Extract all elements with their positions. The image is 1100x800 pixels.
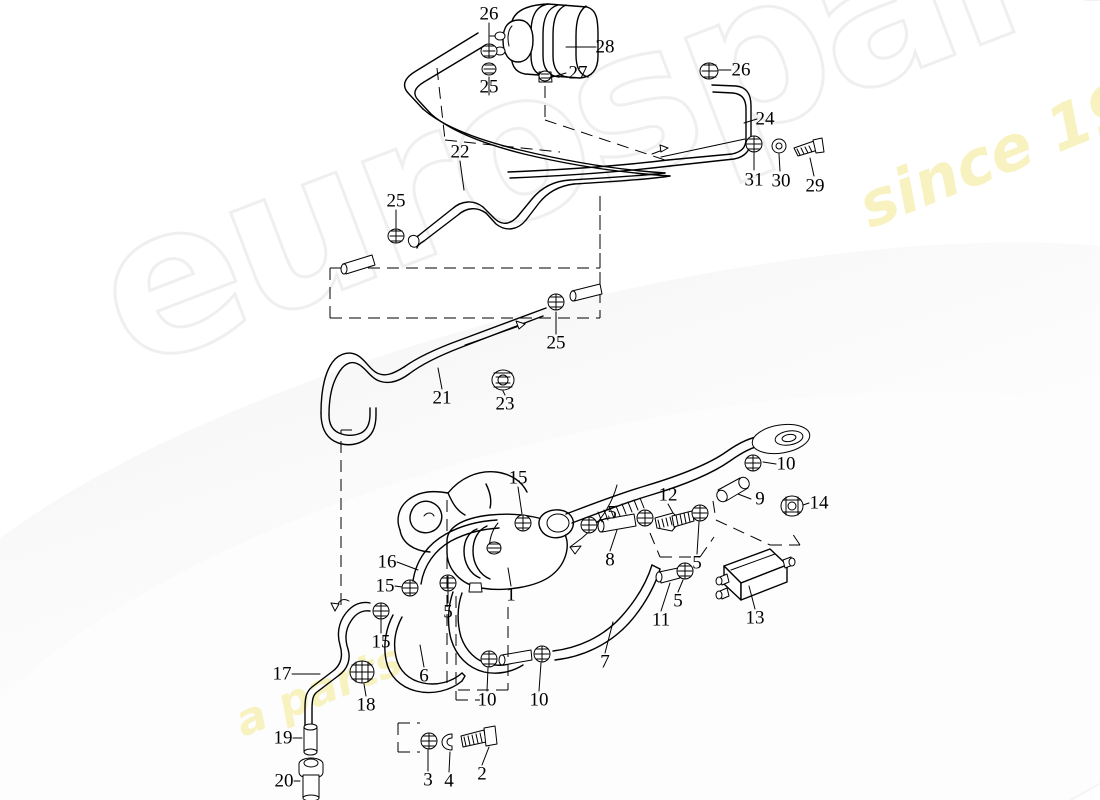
fuel-line-part-21 bbox=[320, 307, 547, 446]
damper-cup-part-20 bbox=[298, 757, 324, 800]
callout-number-29: 29 bbox=[805, 175, 825, 197]
callout-leader-lines bbox=[291, 22, 815, 782]
hose-clamp-part-5-on-8-right bbox=[636, 509, 654, 527]
hex-bolt-part-2 bbox=[460, 725, 498, 748]
fuel-hose-part-6 bbox=[384, 614, 466, 694]
hose-clamp-part-5-on-11 bbox=[676, 562, 694, 580]
fuel-pump-part-1 bbox=[446, 509, 575, 593]
callout-number-14: 14 bbox=[809, 492, 829, 514]
washer-part-3 bbox=[420, 732, 438, 750]
short-pipe-part-9 bbox=[716, 476, 750, 503]
sleeve-cap-part-19 bbox=[303, 723, 318, 756]
hose-clamp-part-25-on-line-22 bbox=[387, 228, 405, 244]
nut-part-31 bbox=[745, 135, 763, 153]
pipe-segment-part-10-mid bbox=[498, 649, 533, 666]
hose-clamp-part-15-bottom bbox=[372, 602, 390, 620]
callout-number-15: 15 bbox=[375, 575, 395, 597]
callout-number-21: 21 bbox=[432, 387, 452, 409]
callout-number-16: 16 bbox=[377, 551, 397, 573]
rubber-mount-part-23 bbox=[491, 369, 515, 391]
nut-part-26-upper bbox=[480, 43, 498, 59]
callout-number-8: 8 bbox=[605, 549, 615, 571]
washer-part-30 bbox=[771, 138, 787, 154]
connector-pipe-part-8 bbox=[597, 513, 637, 533]
callout-number-10: 10 bbox=[477, 689, 497, 711]
vent-line-part-24 bbox=[507, 84, 752, 179]
dashed-group-brackets bbox=[340, 67, 801, 753]
callout-number-5: 5 bbox=[607, 502, 617, 524]
callout-number-26: 26 bbox=[479, 3, 499, 25]
callout-number-22: 22 bbox=[450, 141, 470, 163]
screw-part-29 bbox=[793, 137, 825, 157]
callout-number-10: 10 bbox=[776, 453, 796, 475]
hose-clamp-part-5-left bbox=[439, 574, 457, 592]
short-hose-part-16 bbox=[412, 519, 500, 585]
pipe-segment-right bbox=[569, 283, 603, 302]
callout-number-15: 15 bbox=[371, 631, 391, 653]
callout-number-25: 25 bbox=[546, 332, 566, 354]
callout-number-30: 30 bbox=[771, 170, 791, 192]
callout-number-17: 17 bbox=[272, 663, 292, 685]
callout-number-5: 5 bbox=[692, 552, 702, 574]
hose-clamp-part-15-top bbox=[514, 514, 532, 532]
callout-number-3: 3 bbox=[423, 769, 433, 791]
callout-number-31: 31 bbox=[744, 169, 764, 191]
callout-number-5: 5 bbox=[673, 590, 683, 612]
pipe-segment-left bbox=[340, 254, 376, 275]
callout-number-6: 6 bbox=[419, 665, 429, 687]
callout-number-19: 19 bbox=[273, 727, 293, 749]
rubber-grommet-part-14 bbox=[780, 495, 804, 517]
nut-part-25-lower bbox=[481, 62, 497, 76]
hose-clamp-part-10-right bbox=[533, 645, 551, 663]
callout-number-5: 5 bbox=[443, 601, 453, 623]
hose-clamp-part-5-on-12 bbox=[691, 504, 709, 522]
hose-clamp-part-10-upper bbox=[744, 454, 762, 472]
callout-number-24: 24 bbox=[755, 108, 775, 130]
hose-clamp-part-25-right bbox=[547, 293, 565, 311]
callout-number-26: 26 bbox=[731, 59, 751, 81]
callout-number-18: 18 bbox=[356, 694, 376, 716]
engine-silhouette bbox=[397, 471, 528, 553]
callout-number-28: 28 bbox=[595, 36, 615, 58]
upper-hose-to-eyelet bbox=[565, 423, 811, 524]
threaded-fitting-part-12 bbox=[654, 510, 695, 532]
callout-number-20: 20 bbox=[274, 770, 294, 792]
callout-number-2: 2 bbox=[477, 763, 487, 785]
callout-number-13: 13 bbox=[745, 607, 765, 629]
callout-number-7: 7 bbox=[600, 651, 610, 673]
lock-washer-part-4 bbox=[441, 733, 453, 751]
callout-number-25: 25 bbox=[479, 76, 499, 98]
callout-number-25: 25 bbox=[386, 190, 406, 212]
callout-number-27: 27 bbox=[568, 62, 588, 84]
callout-number-9: 9 bbox=[755, 488, 765, 510]
callout-number-1: 1 bbox=[506, 584, 516, 606]
hose-clamp-part-15-left bbox=[401, 579, 419, 597]
callout-number-11: 11 bbox=[651, 609, 671, 631]
callout-number-23: 23 bbox=[495, 393, 515, 415]
callout-number-4: 4 bbox=[444, 770, 454, 792]
callout-number-12: 12 bbox=[658, 484, 678, 506]
nut-part-26-right bbox=[699, 62, 719, 80]
hose-clamp-part-10-left bbox=[480, 650, 498, 668]
callout-number-10: 10 bbox=[529, 689, 549, 711]
fuel-filter-box-part-13 bbox=[715, 548, 796, 601]
pipe-sleeve-part-11 bbox=[655, 567, 681, 584]
fuel-line-part-22 bbox=[403, 32, 671, 249]
callout-number-15: 15 bbox=[508, 467, 528, 489]
rubber-bushing-part-18 bbox=[349, 660, 375, 684]
charcoal-canister-part-28 bbox=[489, 3, 599, 83]
fuel-hose-part-7 bbox=[552, 564, 661, 661]
reference-box-dashed bbox=[329, 196, 601, 319]
